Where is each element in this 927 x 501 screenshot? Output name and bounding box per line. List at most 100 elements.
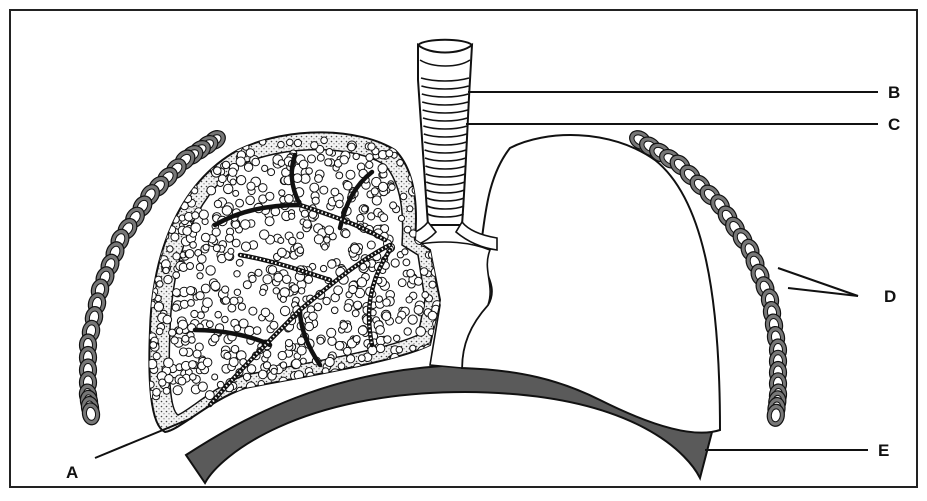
- alveolus: [382, 312, 391, 321]
- alveolus: [338, 363, 345, 370]
- alveolus: [389, 184, 396, 191]
- alveolus: [396, 317, 403, 324]
- alveolus: [190, 374, 197, 381]
- alveolus: [407, 269, 415, 277]
- alveolus: [189, 361, 197, 369]
- alveolus: [206, 266, 215, 275]
- alveolus: [190, 242, 197, 249]
- label-a: A: [66, 464, 78, 481]
- alveolus: [320, 265, 326, 271]
- alveolus: [249, 307, 257, 315]
- alveolus: [183, 227, 192, 236]
- alveolus: [353, 153, 359, 159]
- alveolus: [196, 292, 204, 300]
- alveolus: [164, 143, 173, 152]
- alveolus: [197, 312, 204, 319]
- alveolus: [394, 335, 400, 341]
- alveolus: [222, 316, 228, 322]
- alveolus: [247, 365, 256, 374]
- alveolus: [148, 268, 155, 275]
- alveolus: [352, 310, 359, 317]
- alveolus: [346, 170, 355, 179]
- alveolus: [196, 263, 203, 270]
- alveolus: [179, 348, 187, 356]
- alveolus: [214, 167, 222, 175]
- alveolus: [165, 375, 173, 383]
- alveolus: [357, 214, 364, 221]
- alveolus: [285, 340, 292, 347]
- alveolus: [270, 384, 278, 392]
- alveolus: [371, 188, 378, 195]
- alveolus: [153, 221, 160, 228]
- alveolus: [263, 362, 270, 369]
- alveolus: [331, 188, 339, 196]
- alveolus: [233, 190, 239, 196]
- alveolus: [344, 181, 353, 190]
- alveolus: [156, 328, 163, 335]
- alveolus: [260, 230, 269, 239]
- alveolus: [278, 387, 287, 396]
- alveolus: [163, 315, 172, 324]
- alveolus: [253, 327, 261, 335]
- alveolus: [278, 351, 286, 359]
- alveolus: [420, 268, 428, 276]
- alveolus: [178, 377, 186, 385]
- alveolus: [211, 334, 219, 342]
- alveolus: [265, 217, 274, 226]
- alveolus: [224, 352, 231, 359]
- alveolus: [171, 233, 179, 241]
- alveolus: [353, 336, 360, 343]
- alveolus: [274, 273, 283, 282]
- alveolus: [314, 303, 322, 311]
- alveolus: [212, 228, 220, 236]
- alveolus: [229, 358, 238, 367]
- alveolus: [322, 375, 331, 384]
- alveolus: [297, 247, 304, 254]
- alveolus: [173, 253, 180, 260]
- alveolus: [188, 300, 195, 307]
- alveolus: [297, 346, 306, 355]
- alveolus: [416, 327, 426, 337]
- alveolus: [297, 232, 304, 239]
- alveolus: [312, 197, 319, 204]
- alveolus: [229, 168, 237, 176]
- alveolus: [397, 160, 404, 167]
- alveolus: [325, 159, 332, 166]
- trachea: [418, 40, 472, 225]
- alveolus: [203, 298, 213, 308]
- alveolus: [183, 138, 192, 147]
- alveolus: [260, 289, 266, 295]
- alveolus: [189, 337, 196, 344]
- alveolus: [414, 306, 423, 315]
- alveolus: [282, 381, 291, 390]
- alveolus: [173, 289, 181, 297]
- alveolus: [378, 164, 387, 173]
- alveolus: [342, 230, 350, 238]
- alveolus: [273, 288, 279, 294]
- alveolus: [261, 308, 270, 317]
- alveolus: [232, 239, 240, 247]
- alveolus: [306, 168, 313, 175]
- alveolus: [199, 210, 208, 219]
- alveolus: [172, 192, 178, 198]
- alveolus: [344, 304, 352, 312]
- alveolus: [215, 311, 222, 318]
- alveolus: [183, 175, 192, 184]
- alveolus: [262, 165, 268, 171]
- alveolus: [367, 241, 375, 249]
- alveolus: [283, 275, 291, 283]
- alveolus: [159, 221, 167, 229]
- alveolus: [411, 166, 420, 175]
- alveolus: [417, 357, 426, 366]
- alveolus: [228, 248, 234, 254]
- alveolus: [222, 161, 229, 168]
- alveolus: [217, 150, 224, 157]
- alveolus: [164, 358, 174, 368]
- alveolus: [315, 175, 323, 183]
- alveolus: [384, 336, 391, 343]
- alveolus: [280, 306, 289, 315]
- alveolus: [172, 304, 179, 311]
- alveolus: [152, 156, 158, 162]
- alveolus: [266, 386, 275, 395]
